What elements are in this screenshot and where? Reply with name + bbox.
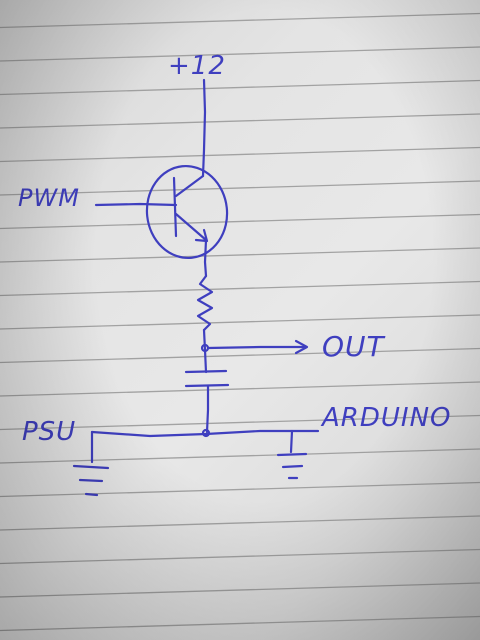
supply-wire	[201, 78, 207, 178]
rule-line	[0, 12, 480, 29]
rule-line	[0, 314, 480, 330]
right-ground-icon	[276, 429, 308, 480]
rule-line	[0, 79, 480, 96]
transistor-collector	[174, 174, 205, 198]
transistor-circle	[145, 164, 229, 260]
rule-line	[0, 414, 480, 431]
rule-line	[0, 347, 480, 364]
transistor-base-bar	[172, 176, 178, 238]
rule-line	[0, 582, 480, 598]
ground-bus-drop	[205, 384, 210, 434]
rule-line	[0, 113, 480, 129]
capacitor-plate-bottom	[184, 383, 230, 388]
psu-label: PSU	[22, 417, 76, 447]
transistor-emitter	[174, 212, 208, 242]
rule-line	[0, 46, 480, 62]
rule-line	[0, 180, 480, 196]
output-label: OUT	[322, 330, 386, 363]
capacitor	[184, 369, 230, 388]
ground-bus	[90, 429, 320, 438]
arduino-label: ARDUINO	[320, 403, 451, 433]
output-wire	[206, 345, 308, 350]
rule-line	[0, 213, 480, 230]
npn-transistor	[145, 164, 229, 260]
supply-label: +12	[168, 51, 226, 81]
rule-line	[0, 247, 480, 263]
rule-line	[0, 481, 480, 498]
left-ground-icon	[72, 430, 110, 497]
emitter-wire	[203, 238, 208, 278]
rule-line	[0, 515, 480, 531]
rule-line	[0, 381, 480, 397]
rule-line	[0, 280, 480, 297]
rule-line	[0, 146, 480, 163]
rule-line	[0, 548, 480, 565]
pwm-label: PWM	[18, 184, 80, 212]
output-arrow-icon	[294, 339, 309, 355]
pwm-input-wire	[94, 202, 178, 207]
resistor	[196, 274, 214, 332]
rule-line	[0, 615, 480, 632]
capacitor-plate-top	[184, 369, 228, 374]
rule-line	[0, 448, 480, 464]
